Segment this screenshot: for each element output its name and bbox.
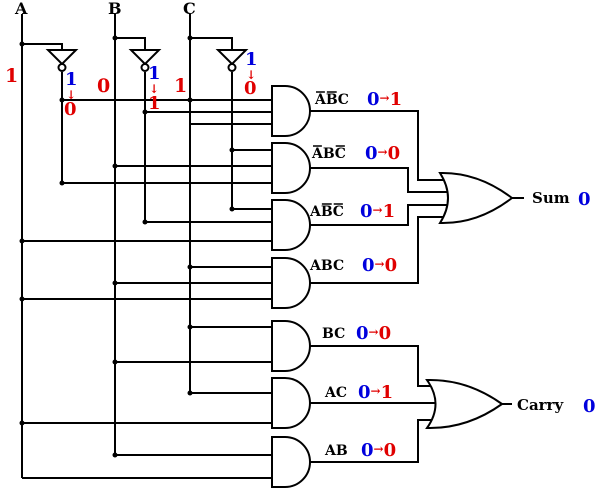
not-gate-a [45,49,79,72]
not-gate-c [215,49,249,72]
and-term-6-letter: AC [324,385,347,401]
or-gates [425,171,524,430]
inverters [45,49,249,72]
and-term-3-value-arrow: → [373,203,383,217]
not-b-from: 1 [148,63,161,84]
input-bus-lines [21,14,233,478]
and-term-3-value-to: 1 [383,201,396,222]
and-term-7-value-to: 0 [384,440,397,461]
not-c-to: 0 [244,78,257,99]
and-gate-3 [271,199,311,251]
and-term-1-value-arrow: → [380,91,390,105]
and-input-wires [22,99,272,479]
not-a-to: 0 [64,99,77,120]
and-term-4-letter: ABC [309,258,344,274]
and-term-2-value-to: 0 [388,143,401,164]
and-term-3-letter: B [321,204,333,220]
not-c-arrow: ↓ [246,68,256,82]
and-gate-5 [271,320,311,372]
and-gate-7 [271,436,311,488]
and-term-2-letter: A [311,146,324,162]
and-term-2-letter: C [335,146,346,162]
and-term-1-value-to: 1 [390,89,403,110]
sum-value: 0 [578,189,591,210]
input-value-a: 1 [5,65,18,87]
and-term-4-value-arrow: → [375,257,385,271]
and-term-6-value-arrow: → [371,384,381,398]
and-term-1-value-from: 0 [367,89,380,110]
and-term-3-value-from: 0 [360,201,373,222]
carry-value: 0 [583,396,596,417]
input-label-b: B [108,0,122,18]
and-term-7-value-from: 0 [361,440,374,461]
and-term-1-letter: C [338,92,349,108]
not-a-from: 1 [65,69,78,90]
inverter-values: 1 ↓ 0 1 ↓ 1 1 ↓ 0 [64,49,258,120]
and-term-6-value-from: 0 [358,382,371,403]
and-gates [271,85,311,488]
and-term-6-value-to: 1 [381,382,394,403]
input-value-c: 1 [174,75,187,97]
output-labels: Sum 0 Carry 0 [517,189,596,417]
and-term-5-value-from: 0 [356,323,369,344]
not-gate-b [128,49,162,72]
input-label-a: A [14,0,28,18]
input-label-c: C [183,0,196,18]
and-term-1-letter: B [326,92,338,108]
or-input-wires [310,110,452,463]
or-gate-sum [438,171,514,225]
and-term-5-value-to: 0 [379,323,392,344]
not-c-from: 1 [245,49,258,70]
not-b-to: 1 [148,93,161,114]
and-term-1-letter: A [314,92,327,108]
and-gate-2 [271,142,311,194]
and-term-7-letter: AB [324,443,348,459]
tap-a [22,43,63,50]
sum-label: Sum [532,189,570,207]
and-term-2-letter: B [323,146,335,162]
carry-label: Carry [517,396,564,414]
and-term-4-value-from: 0 [362,255,375,276]
junction-dots [19,35,235,458]
not-a-arrow: ↓ [66,88,76,102]
and-term-4-value-to: 0 [385,255,398,276]
not-b-arrow: ↓ [149,82,159,96]
and-gate-6 [271,377,311,429]
and-term-5-value-arrow: → [369,325,379,339]
and-term-7-value-arrow: → [374,442,384,456]
tap-b [115,37,146,50]
and-gate-1 [271,85,311,137]
and-term-3-letter: C [333,204,344,220]
and-term-5-letter: BC [322,326,345,342]
input-value-b: 0 [97,75,110,97]
or-gate-carry [425,378,504,430]
input-labels: A B C 1 0 1 [5,0,196,97]
and-term-2-value-arrow: → [378,145,388,159]
and-term-3-letter: A [309,204,322,220]
and-term-2-value-from: 0 [365,143,378,164]
and-gate-4 [271,257,311,309]
tap-c [190,37,233,50]
